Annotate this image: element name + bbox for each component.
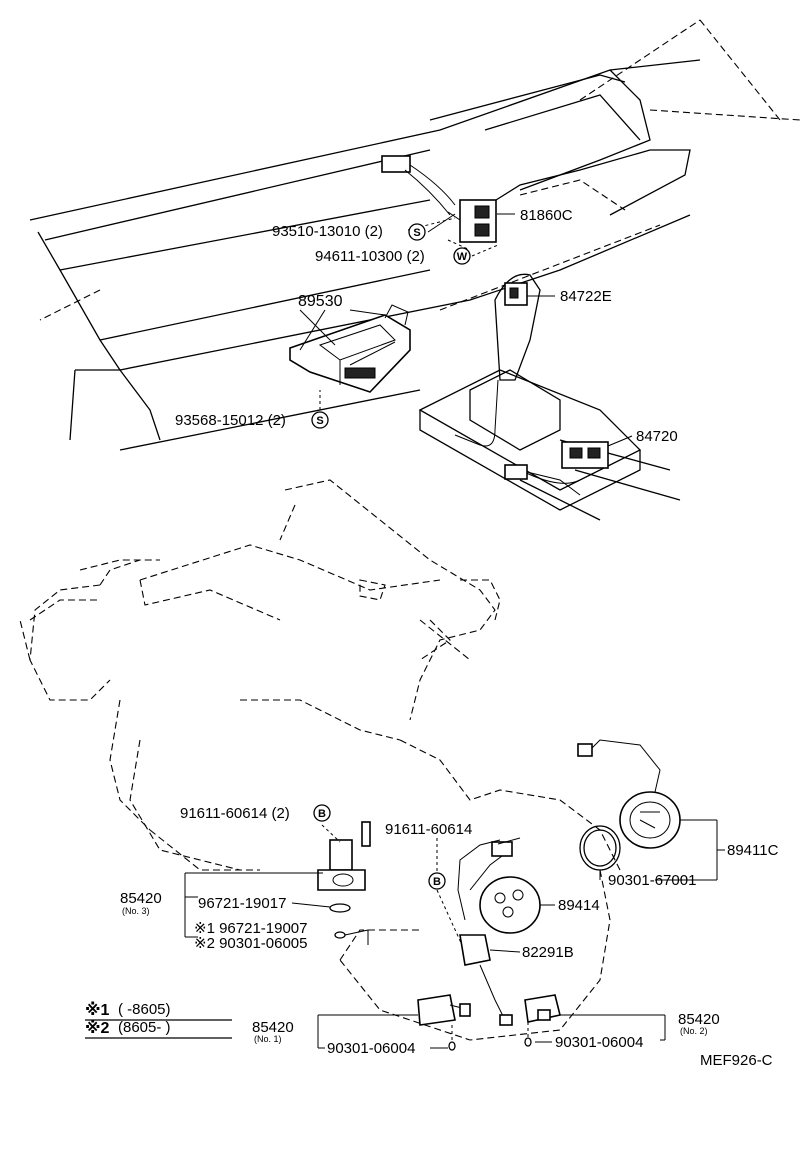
symbol-b-2: B [428, 872, 446, 890]
solenoid-85420-no3 [317, 821, 371, 891]
legend-note2-text: (8605- ) [118, 1019, 171, 1036]
svg-text:B: B [318, 808, 326, 820]
symbol-s-1: S [408, 223, 426, 241]
label-85420-no2-sub: (No. 2) [680, 1026, 708, 1036]
label-81860C: 81860C [520, 207, 573, 224]
rotor-89414 [479, 876, 541, 934]
label-85420-no2: 85420 [678, 1011, 720, 1028]
label-90301-06005: ※2 90301-06005 [194, 935, 308, 952]
console-connector [504, 464, 581, 496]
diagram-code: MEF926-C [700, 1052, 773, 1069]
label-90301-06004-b: 90301-06004 [555, 1034, 643, 1051]
o-ring-90301-67001 [579, 825, 621, 871]
svg-text:B: B [433, 876, 441, 888]
label-94611-10300: 94611-10300 (2) [315, 248, 425, 265]
dashboard-outline [29, 19, 800, 451]
o-ring-96721-19017 [329, 903, 351, 913]
label-91611-60614-2: 91611-60614 (2) [180, 805, 290, 822]
washer-small-2 [524, 1037, 532, 1047]
label-84720: 84720 [636, 428, 678, 445]
washer-small-1 [448, 1041, 456, 1051]
o-ring-small [334, 931, 346, 939]
label-89411C: 89411C [727, 842, 779, 859]
console-switch-84720 [561, 441, 609, 469]
switch-81860C [447, 199, 497, 243]
svg-text:W: W [457, 251, 468, 263]
label-85420-no3-sub: (No. 3) [122, 906, 150, 916]
label-85420-no3: 85420 [120, 890, 162, 907]
label-89414: 89414 [558, 897, 600, 914]
solenoid-85420-no1 [417, 994, 471, 1026]
legend-note1-mark: ※1 [85, 1001, 110, 1019]
console-outline [418, 273, 681, 521]
label-93568-15012: 93568-15012 (2) [175, 412, 286, 429]
symbol-s-2: S [311, 411, 329, 429]
legend-note1-text: ( -8605) [118, 1001, 171, 1018]
symbol-w: W [453, 247, 471, 265]
legend: ※1 ( -8605) ※2 (8605- ) [85, 1001, 232, 1039]
symbol-b-1: B [313, 804, 331, 822]
label-96721-19007: ※1 96721-19007 [194, 920, 308, 937]
wire-harness-82291B [457, 839, 513, 1026]
solenoid-85420-no2 [524, 994, 561, 1023]
label-96721-19017: 96721-19017 [198, 895, 286, 912]
leader-lines [184, 213, 725, 1049]
speed-sensor-89411C [577, 739, 681, 849]
label-90301-67001: 90301-67001 [608, 872, 696, 889]
svg-text:S: S [413, 227, 420, 239]
label-85420-no1: 85420 [252, 1019, 294, 1036]
label-91611-60614: 91611-60614 [385, 821, 472, 838]
shift-knob-switch [504, 282, 528, 306]
label-89530: 89530 [298, 293, 343, 310]
engine-outline [19, 479, 621, 1041]
svg-text:S: S [316, 415, 323, 427]
computer-89530 [289, 304, 411, 393]
label-85420-no1-sub: (No. 1) [254, 1034, 282, 1044]
label-90301-06004-a: 90301-06004 [327, 1040, 415, 1057]
label-93510-13010: 93510-13010 (2) [272, 223, 383, 240]
legend-note2-mark: ※2 [85, 1019, 110, 1037]
switch-connector-plug [381, 155, 456, 216]
label-82291B: 82291B [522, 944, 574, 961]
label-84722E: 84722E [560, 288, 612, 305]
